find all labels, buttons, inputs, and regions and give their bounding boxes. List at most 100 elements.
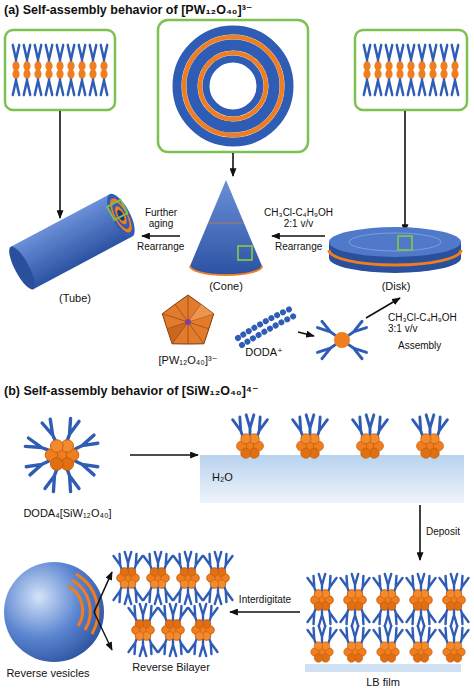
reverse-bilayer-drawing [129, 620, 158, 656]
node-label: H₂O [212, 471, 252, 484]
cone-drawing [208, 222, 244, 223]
inset-arrow [232, 153, 234, 176]
edge-label: Interdigitate [230, 594, 300, 605]
reverse-bilayer-drawing [204, 568, 233, 604]
arrow-connector [272, 235, 325, 237]
step-note: Rearrange [275, 241, 325, 252]
reverse-bilayer-drawing [114, 552, 233, 656]
arrow-connector [94, 572, 112, 612]
monolayer-drawing [413, 415, 448, 458]
bilayer-inset [5, 30, 115, 110]
lb-film-drawing [305, 664, 461, 672]
lb-film-drawing [308, 626, 337, 662]
monolayer-drawing [233, 415, 268, 458]
disk-drawing [398, 236, 412, 250]
hybrid-complex [318, 321, 338, 338]
tube-drawing [5, 190, 141, 292]
edge-label: Deposit [426, 526, 474, 537]
vesicle-inset [184, 37, 282, 135]
reverse-bilayer-drawing [189, 620, 218, 656]
tube-figure: (Tube) [8, 185, 142, 307]
hybrid-complex [25, 418, 97, 491]
polyoxometalate-drawing [185, 319, 191, 325]
tube-drawing [106, 195, 136, 235]
vesicle-inset [177, 30, 289, 142]
monolayer-drawing [200, 415, 464, 503]
lb-film-drawing [440, 574, 469, 610]
bilayer-inset [12, 45, 107, 70]
hybrid-complex: DODA₄[SiW₁₂O₄₀] [5, 405, 130, 530]
hybrid-complex [318, 341, 338, 358]
hybrid-complex [334, 332, 350, 348]
lb-film-drawing [374, 626, 403, 662]
bilayer-inset [355, 30, 467, 110]
vesicle-inset [206, 59, 260, 113]
disk-drawing [329, 227, 461, 257]
bilayer-inset [12, 69, 107, 94]
lb-film-drawing [341, 574, 370, 610]
arrow-connector [130, 454, 198, 456]
reverse-vesicle-drawing [68, 586, 83, 626]
hybrid-complex [346, 321, 366, 338]
tube-drawing [5, 244, 40, 293]
polyoxometalate-drawing [162, 295, 213, 344]
polyoxometalate-drawing [188, 304, 214, 322]
monolayer-drawing [200, 455, 464, 503]
surfactant-molecule: DODA⁺ [232, 298, 296, 362]
step-note: Assembly [398, 340, 458, 351]
solvent-ratio: CH₃Cl-C₄H₉OH 3:1 v/v [388, 312, 472, 334]
lb-film-drawing [440, 626, 469, 662]
zoom-line [94, 612, 112, 650]
surfactant-chains [238, 308, 294, 345]
reverse-bilayer-drawing [114, 568, 143, 604]
reverse-bilayer-drawing [159, 620, 188, 656]
inset-arrow [59, 111, 61, 218]
node-label: (Tube) [8, 292, 142, 305]
disk-drawing [349, 233, 441, 251]
reverse-vesicle: Reverse vesicles [2, 555, 94, 690]
lb-film-drawing [407, 626, 436, 662]
tube-drawing [113, 205, 129, 226]
node-label: Reverse vesicles [2, 667, 94, 680]
reverse-bilayer-drawing [144, 568, 173, 604]
mixing-arrow [298, 332, 314, 336]
vesicle-inset [192, 45, 274, 127]
inset-arrow [404, 111, 406, 232]
edge-label: CH₃Cl-C₄H₉OH 2:1 v/v [259, 207, 339, 229]
step-note: Rearrange [137, 241, 187, 252]
node-label: DODA⁺ [232, 346, 296, 359]
hybrid-complex [45, 440, 79, 471]
node-label: Reverse Bilayer [112, 661, 230, 674]
tube-drawing [102, 190, 140, 241]
bilayer-inset [363, 69, 458, 94]
bilayer-inset [363, 45, 458, 70]
node-label: DODA₄[SiW₁₂O₄₀] [5, 507, 130, 520]
surfactant-chains [242, 316, 294, 345]
cone-drawing [238, 246, 252, 260]
section-title: (b) Self-assembly behavior of [SiW₁₂O₄₀]… [4, 384, 444, 399]
reverse-bilayer-drawing [174, 568, 203, 604]
monolayer-drawing [353, 415, 388, 458]
hybrid-complex [63, 418, 79, 442]
polyoxometalate-cluster: [PW₁₂O₄₀]³⁻ [148, 292, 228, 374]
disk-drawing [329, 227, 461, 273]
arrow-connector [419, 505, 421, 560]
monolayer-on-water: H₂O [198, 405, 466, 505]
vesicle-inset [158, 20, 308, 152]
cone-figure: (Cone) [180, 170, 272, 296]
lb-film-drawing [407, 574, 436, 610]
reverse-vesicle-drawing [4, 562, 104, 662]
hybrid-complex [26, 457, 50, 475]
disk-figure: (Disk) [325, 222, 467, 298]
arrow-connector [142, 235, 180, 237]
hybrid-complex [318, 321, 367, 358]
node-label: (Disk) [325, 280, 467, 293]
section-title: (a) Self-assembly behavior of [PW₁₂O₄₀]³… [4, 3, 444, 18]
hybrid-complex [63, 468, 79, 492]
cone-drawing [190, 180, 262, 275]
node-label: (Cone) [180, 280, 272, 293]
reverse-vesicle-drawing [4, 562, 104, 662]
tube-drawing [107, 200, 127, 220]
edge-label: Further aging [139, 207, 183, 229]
